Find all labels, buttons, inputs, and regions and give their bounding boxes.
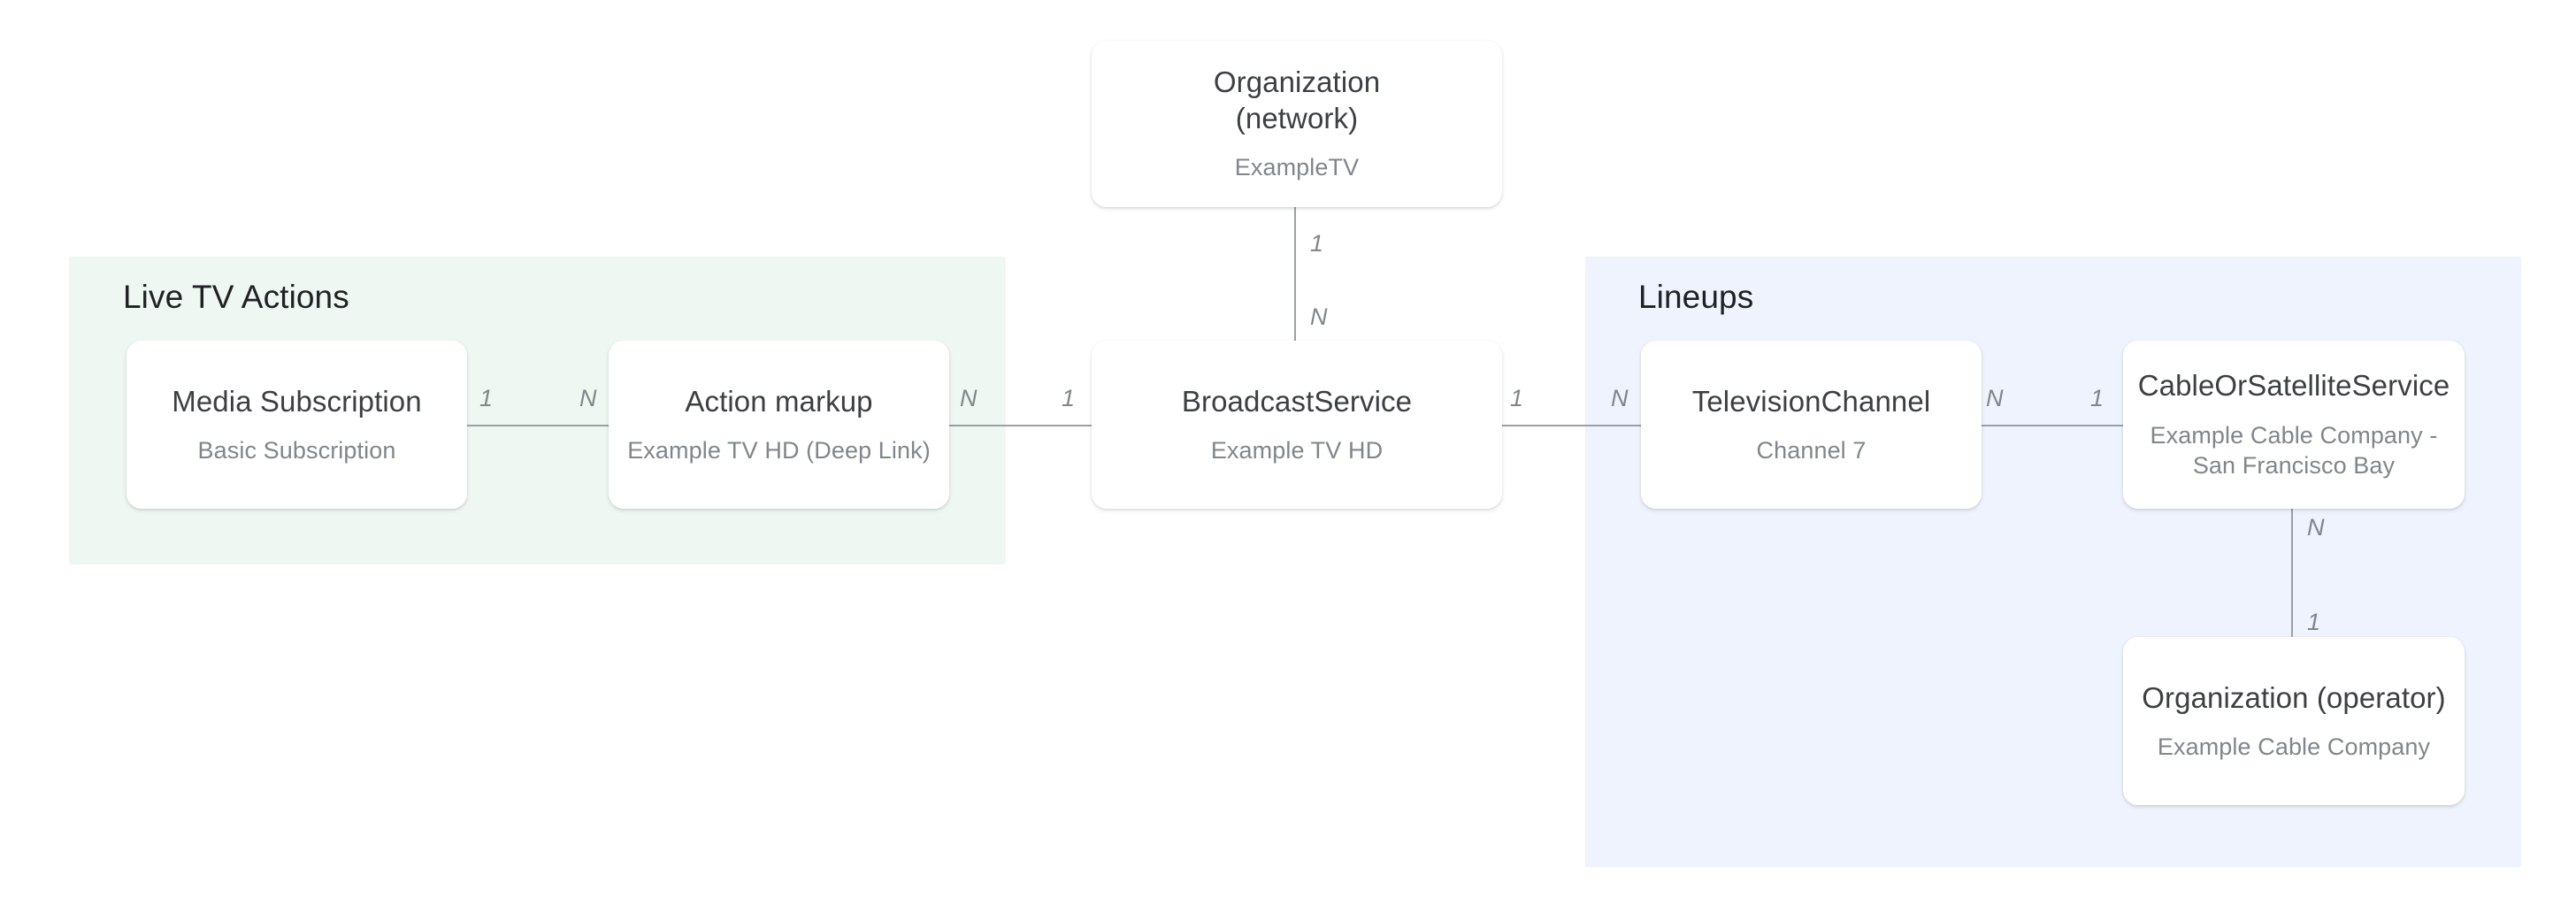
node-broadcast-service[interactable]: BroadcastService Example TV HD — [1092, 341, 1502, 509]
node-cable-or-satellite-service[interactable]: CableOrSatelliteService Example Cable Co… — [2123, 341, 2465, 509]
edge-organization-network-broadcast-service — [1294, 207, 1296, 430]
edge-label-cable-operator-top: N — [2307, 514, 2325, 541]
edge-label-television-channel-in: N — [1611, 385, 1629, 411]
node-television-channel[interactable]: TelevisionChannel Channel 7 — [1641, 341, 1982, 509]
node-organization-network-subtitle: ExampleTV — [1234, 153, 1360, 180]
node-media-subscription-subtitle: Basic Subscription — [197, 436, 396, 464]
node-organization-network[interactable]: Organization (network) ExampleTV — [1092, 41, 1502, 207]
edge-label-broadcast-service-in: 1 — [1062, 385, 1076, 411]
node-action-markup-title: Action markup — [685, 384, 873, 418]
panel-lineups-title: Lineups — [1638, 279, 1754, 315]
node-broadcast-service-title: BroadcastService — [1181, 384, 1413, 418]
edge-label-broadcast-service-out: 1 — [1510, 385, 1524, 411]
node-media-subscription-title: Media Subscription — [172, 384, 422, 418]
node-media-subscription[interactable]: Media Subscription Basic Subscription — [126, 341, 467, 509]
edge-label-cable-operator-bottom: 1 — [2307, 609, 2321, 635]
node-cable-or-satellite-service-title: CableOrSatelliteService — [2137, 369, 2450, 403]
panel-live-tv-actions-title: Live TV Actions — [123, 279, 349, 315]
edge-label-org-network-bottom: N — [1310, 303, 1328, 330]
node-television-channel-subtitle: Channel 7 — [1756, 436, 1867, 464]
node-television-channel-title: TelevisionChannel — [1691, 384, 1931, 418]
edge-label-action-markup-in: N — [579, 385, 597, 411]
node-broadcast-service-subtitle: Example TV HD — [1210, 436, 1384, 464]
edge-label-cable-satellite-in: 1 — [2090, 385, 2104, 411]
node-organization-operator-subtitle: Example Cable Company — [2157, 733, 2431, 760]
node-cable-or-satellite-service-subtitle: Example Cable Company - San Francisco Ba… — [2150, 421, 2438, 480]
edge-label-television-channel-out: N — [1986, 385, 2004, 411]
edge-cable-satellite-organization-operator — [2291, 506, 2293, 694]
node-organization-operator[interactable]: Organization (operator) Example Cable Co… — [2123, 637, 2465, 805]
edge-label-media-subscription-out: 1 — [479, 385, 494, 411]
node-organization-operator-title: Organization (operator) — [2142, 680, 2446, 714]
edge-label-org-network-top: 1 — [1310, 230, 1324, 257]
node-action-markup-subtitle: Example TV HD (Deep Link) — [627, 436, 931, 464]
node-action-markup[interactable]: Action markup Example TV HD (Deep Link) — [609, 341, 949, 509]
node-organization-network-title: Organization (network) — [1213, 65, 1381, 134]
edge-label-action-markup-out: N — [960, 385, 978, 411]
